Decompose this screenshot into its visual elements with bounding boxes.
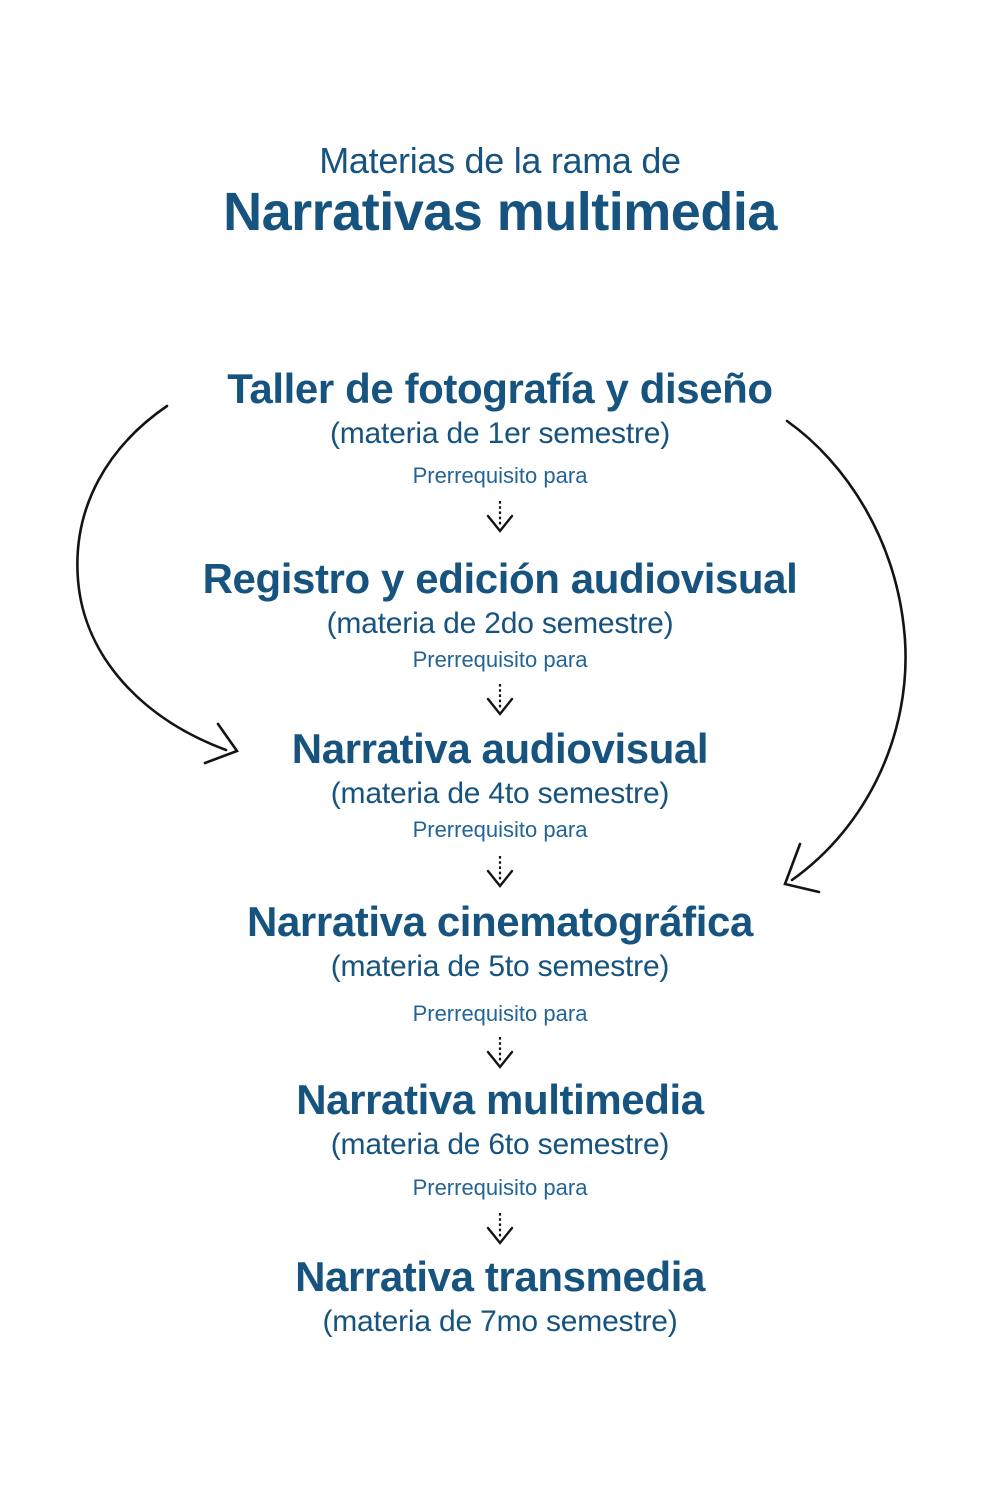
- course-node-narrativa-cinematografica: Narrativa cinematográfica (materia de 5t…: [0, 899, 1000, 985]
- down-arrow-icon: [0, 1036, 1000, 1072]
- course-node-narrativa-transmedia: Narrativa transmedia (materia de 7mo sem…: [0, 1254, 1000, 1340]
- course-title: Narrativa cinematográfica: [247, 898, 753, 945]
- title-eyebrow: Materias de la rama de: [319, 140, 681, 181]
- prerequisite-label: Prerrequisito para: [412, 647, 588, 672]
- course-semester: (materia de 6to semestre): [330, 1128, 670, 1161]
- course-title: Narrativa multimedia: [296, 1076, 704, 1123]
- course-semester: (materia de 1er semestre): [329, 417, 671, 450]
- prerequisite-label: Prerrequisito para: [412, 817, 588, 842]
- course-node-narrativa-multimedia: Narrativa multimedia (materia de 6to sem…: [0, 1077, 1000, 1163]
- course-node-taller-fotografia: Taller de fotografía y diseño (materia d…: [0, 366, 1000, 452]
- course-title: Registro y edición audiovisual: [202, 555, 798, 602]
- course-title: Narrativa audiovisual: [291, 725, 709, 772]
- course-semester: (materia de 2do semestre): [326, 607, 674, 640]
- course-semester: (materia de 4to semestre): [330, 777, 670, 810]
- prerequisite-label: Prerrequisito para: [412, 1175, 588, 1200]
- down-arrow-icon: [0, 683, 1000, 719]
- prerequisite-label: Prerrequisito para: [412, 1001, 588, 1026]
- prerequisite-label: Prerrequisito para: [412, 463, 588, 488]
- page-title: Narrativas multimedia: [223, 182, 777, 242]
- down-arrow-icon: [0, 500, 1000, 536]
- course-node-registro-edicion: Registro y edición audiovisual (materia …: [0, 556, 1000, 642]
- course-title: Narrativa transmedia: [295, 1253, 705, 1300]
- course-title: Taller de fotografía y diseño: [227, 365, 773, 412]
- course-semester: (materia de 7mo semestre): [322, 1305, 678, 1338]
- course-node-narrativa-audiovisual: Narrativa audiovisual (materia de 4to se…: [0, 726, 1000, 812]
- down-arrow-icon: [0, 1212, 1000, 1248]
- down-arrow-icon: [0, 855, 1000, 891]
- course-semester: (materia de 5to semestre): [330, 950, 670, 983]
